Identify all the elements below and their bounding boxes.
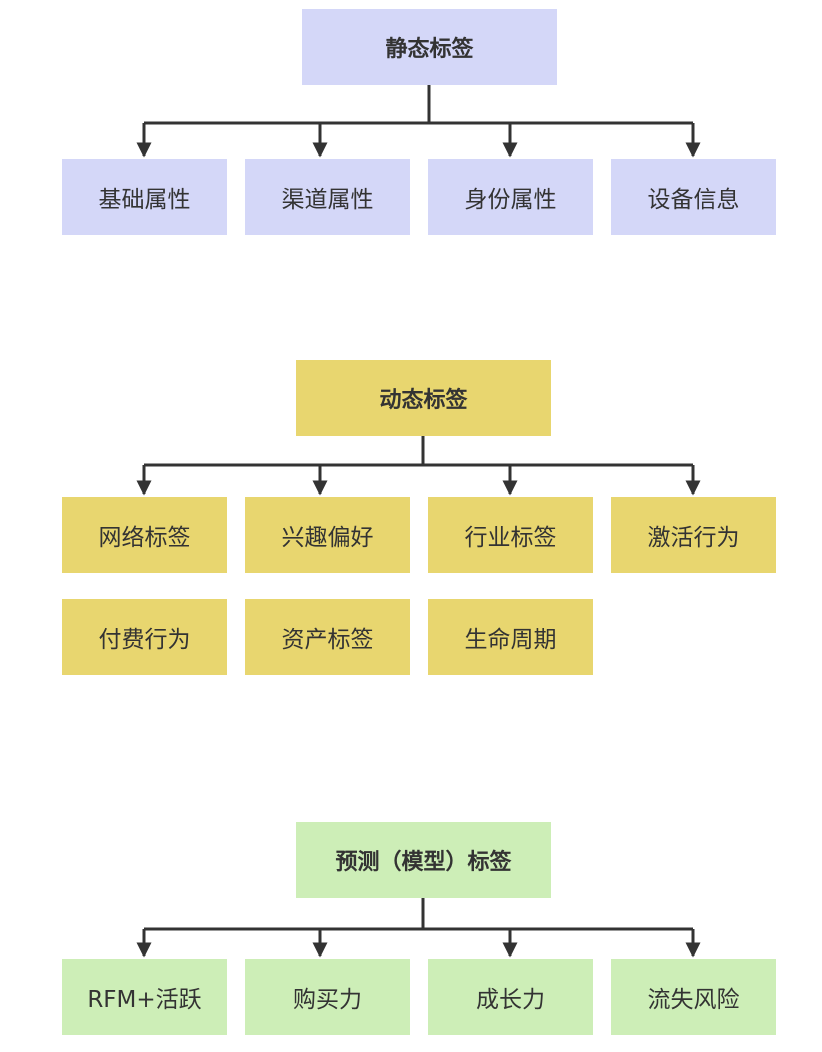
predict-connectors bbox=[136, 898, 701, 958]
static-child-node: 渠道属性 bbox=[245, 159, 410, 235]
predict-child-node: 购买力 bbox=[245, 959, 410, 1035]
predict-child-node: RFM+活跃 bbox=[62, 959, 227, 1035]
dynamic-child-node: 付费行为 bbox=[62, 599, 227, 675]
predict-root-node: 预测（模型）标签 bbox=[296, 822, 551, 898]
static-child-node: 设备信息 bbox=[611, 159, 776, 235]
predict-child-node: 流失风险 bbox=[611, 959, 776, 1035]
dynamic-child-node: 激活行为 bbox=[611, 497, 776, 573]
dynamic-child-node: 行业标签 bbox=[428, 497, 593, 573]
static-child-node: 基础属性 bbox=[62, 159, 227, 235]
dynamic-child-node: 生命周期 bbox=[428, 599, 593, 675]
static-child-node: 身份属性 bbox=[428, 159, 593, 235]
static-connectors bbox=[136, 84, 701, 158]
dynamic-root-node: 动态标签 bbox=[296, 360, 551, 436]
dynamic-child-node: 资产标签 bbox=[245, 599, 410, 675]
dynamic-child-node: 兴趣偏好 bbox=[245, 497, 410, 573]
dynamic-connectors bbox=[136, 436, 701, 496]
predict-child-node: 成长力 bbox=[428, 959, 593, 1035]
static-root-node: 静态标签 bbox=[302, 9, 557, 85]
dynamic-child-node: 网络标签 bbox=[62, 497, 227, 573]
